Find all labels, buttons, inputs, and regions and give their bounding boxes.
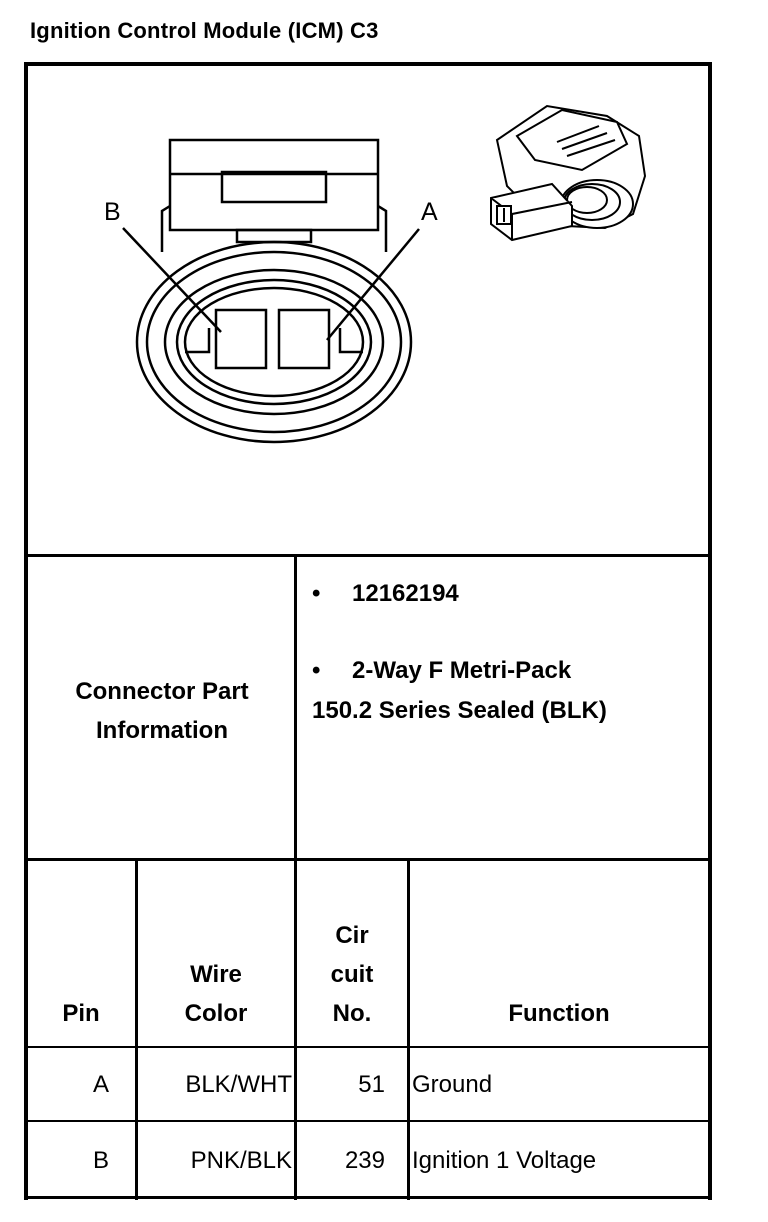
bullet-icon: • — [312, 580, 321, 607]
header-circuit-line3: No. — [332, 1000, 372, 1027]
header-wire-color-line2: Color — [184, 1000, 248, 1027]
header-function: Function — [410, 994, 708, 1033]
connector-face-view — [135, 138, 413, 444]
frame-pin-column — [135, 860, 138, 1200]
header-wire-color: Wire Color — [138, 955, 294, 1033]
frame-divider-diagram — [24, 554, 712, 557]
frame-divider-info — [24, 858, 712, 861]
row-a-function: Ground — [412, 1071, 493, 1098]
frame-bottom — [24, 1196, 712, 1199]
pin-a-leader — [326, 228, 420, 341]
page-title: Ignition Control Module (ICM) C3 — [30, 18, 379, 43]
header-function-text: Function — [508, 1000, 610, 1027]
row-a-pin: A — [92, 1071, 109, 1098]
connector-isometric-icon — [490, 104, 647, 242]
row-b-pin: B — [92, 1147, 109, 1174]
row-b-circuit: 239 — [344, 1147, 385, 1174]
frame-left — [24, 62, 28, 1200]
description-line1: 2-Way F Metri-Pack — [352, 657, 572, 684]
header-circuit-line2: cuit — [330, 961, 374, 988]
connector-diagram — [122, 104, 647, 444]
frame-top — [24, 62, 712, 66]
header-circuit: Cir cuit No. — [297, 916, 407, 1033]
frame-right — [708, 62, 712, 1200]
pin-b-leader — [122, 227, 222, 333]
header-pin: Pin — [27, 994, 135, 1033]
row-b-function: Ignition 1 Voltage — [412, 1147, 597, 1174]
header-circuit-line1: Cir — [335, 922, 369, 949]
part-number-item: • 12162194 — [312, 580, 459, 608]
row-a-circuit: 51 — [358, 1071, 385, 1098]
row-a-wire-color: BLK/WHT — [185, 1071, 292, 1098]
frame-header-row-line — [24, 1046, 712, 1048]
pin-b-label: B — [104, 198, 121, 226]
connector-info-label-line1: Connector Part — [75, 678, 249, 705]
frame-row-a-line — [24, 1120, 712, 1122]
header-pin-text: Pin — [62, 1000, 100, 1027]
part-number: 12162194 — [352, 580, 459, 607]
connector-info-label: Connector Part Information — [27, 672, 297, 750]
connector-info-label-line2: Information — [96, 717, 228, 744]
frame-circuit-column — [407, 860, 410, 1200]
header-wire-color-line1: Wire — [190, 961, 242, 988]
frame-info-column — [294, 556, 297, 1200]
description-line2: 150.2 Series Sealed (BLK) — [312, 697, 607, 724]
row-b-wire-color: PNK/BLK — [190, 1147, 292, 1174]
pin-a-label: A — [421, 198, 438, 226]
bullet-icon: • — [312, 657, 321, 684]
description-item: • 2-Way F Metri-Pack — [312, 657, 571, 685]
